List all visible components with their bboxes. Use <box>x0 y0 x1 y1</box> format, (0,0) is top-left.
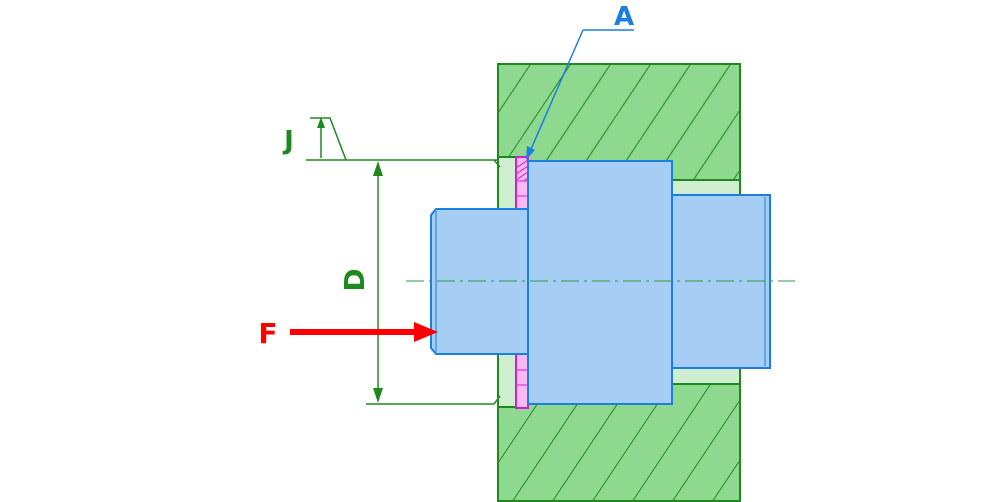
dimension-d <box>306 159 501 405</box>
bushing-right-bottom <box>671 367 741 385</box>
label-j: J <box>282 126 294 156</box>
force-arrow <box>290 322 438 342</box>
housing <box>497 63 741 502</box>
bushing-right-top <box>671 179 741 197</box>
shaft-collar <box>527 160 673 405</box>
bushing-left-bottom <box>497 353 517 408</box>
label-a: A <box>614 2 634 32</box>
callout-a-leader <box>526 29 634 160</box>
bushing-left-top <box>497 156 517 212</box>
label-f: F <box>258 317 277 350</box>
label-d: D <box>338 268 371 291</box>
roughness-symbol-j <box>310 117 347 161</box>
housing-hatching-bottom <box>498 384 740 501</box>
shaft <box>430 160 771 405</box>
